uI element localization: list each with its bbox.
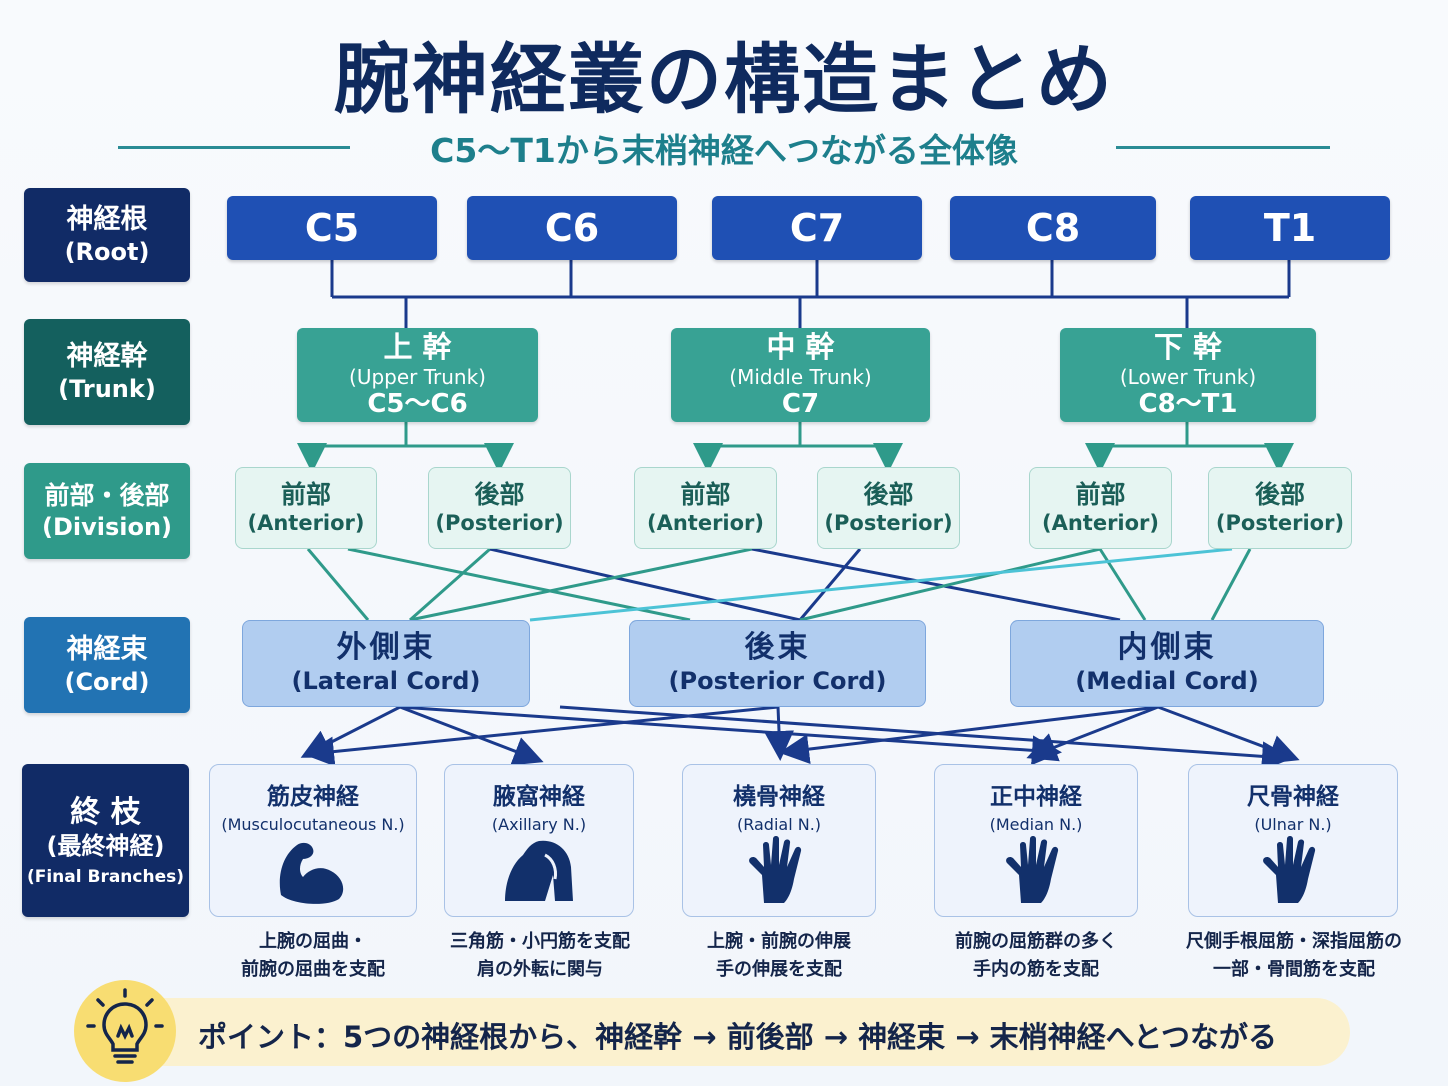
- root-c8: C8: [950, 196, 1156, 260]
- branch-desc-median: 前腕の屈筋群の多く手内の筋を支配: [955, 931, 1117, 980]
- flexed-arm-icon: [279, 842, 344, 904]
- trunk-upper: 上 幹 (Upper Trunk) C5〜C6: [297, 328, 538, 422]
- branch-desc-axillary: 三角筋・小円筋を支配肩の外転に関与: [450, 931, 630, 980]
- root-c7: C7: [712, 196, 922, 260]
- point-banner: [80, 998, 1350, 1066]
- level-label-root: 神経根 (Root): [24, 188, 190, 282]
- division-cord-lines: [306, 547, 1252, 622]
- level-label-trunk: 神経幹 (Trunk): [24, 319, 190, 425]
- page-subtitle: C5〜T1から末梢神経へつながる全体像: [430, 131, 1018, 170]
- hand-icon: [1263, 836, 1316, 903]
- division-upper-posterior: 後部(Posterior): [428, 467, 571, 549]
- division-middle-posterior: 後部(Posterior): [817, 467, 960, 549]
- root-trunk-lines: [330, 260, 1291, 328]
- division-upper-anterior: 前部(Anterior): [235, 467, 377, 549]
- branch-axillary: 腋窩神経 (Axillary N.): [444, 764, 634, 917]
- hand-icon: [749, 836, 802, 903]
- subtitle-rule-left: [118, 146, 350, 149]
- trunk-middle: 中 幹 (Middle Trunk) C7: [671, 328, 930, 422]
- hand-icon: [1006, 836, 1059, 903]
- point-text: ポイント：5つの神経根から、神経幹 → 前後部 → 神経束 → 末梢神経へとつな…: [198, 1020, 1278, 1054]
- shoulder-icon: [505, 840, 573, 901]
- branch-median: 正中神経 (Median N.): [934, 764, 1138, 917]
- branch-desc-musculocutaneous: 上腕の屈曲・前腕の屈曲を支配: [241, 931, 385, 980]
- subtitle-rule-right: [1116, 146, 1330, 149]
- lightbulb-icon: [86, 988, 164, 1064]
- root-t1: T1: [1190, 196, 1390, 260]
- root-c6: C6: [467, 196, 677, 260]
- cord-lateral: 外側束(Lateral Cord): [242, 620, 530, 707]
- branch-ulnar: 尺骨神経 (Ulnar N.): [1188, 764, 1398, 917]
- branch-radial: 橈骨神経 (Radial N.): [682, 764, 876, 917]
- level-label-cord: 神経束 (Cord): [24, 617, 190, 713]
- trunk-lower: 下 幹 (Lower Trunk) C8〜T1: [1060, 328, 1316, 422]
- division-middle-anterior: 前部(Anterior): [634, 467, 777, 549]
- division-lower-anterior: 前部(Anterior): [1029, 467, 1172, 549]
- root-c5: C5: [227, 196, 437, 260]
- trunk-division-lines: [297, 422, 1294, 473]
- lightbulb-icon-circle: [74, 980, 176, 1082]
- level-label-branch: 終 枝 (最終神経) (Final Branches): [22, 764, 189, 917]
- division-lower-posterior: 後部(Posterior): [1208, 467, 1352, 549]
- branch-musculocutaneous: 筋皮神経 (Musculocutaneous N.): [209, 764, 417, 917]
- branch-desc-radial: 上腕・前腕の伸展手の伸展を支配: [707, 931, 851, 980]
- cord-medial: 内側束(Medial Cord): [1010, 620, 1324, 707]
- branch-desc-ulnar: 尺側手根屈筋・深指屈筋の一部・骨間筋を支配: [1186, 931, 1402, 980]
- page-title: 腕神経叢の構造まとめ: [334, 35, 1114, 124]
- cord-posterior: 後束(Posterior Cord): [629, 620, 926, 707]
- cord-branch-lines: [300, 705, 1300, 772]
- level-label-division: 前部・後部 (Division): [24, 463, 190, 559]
